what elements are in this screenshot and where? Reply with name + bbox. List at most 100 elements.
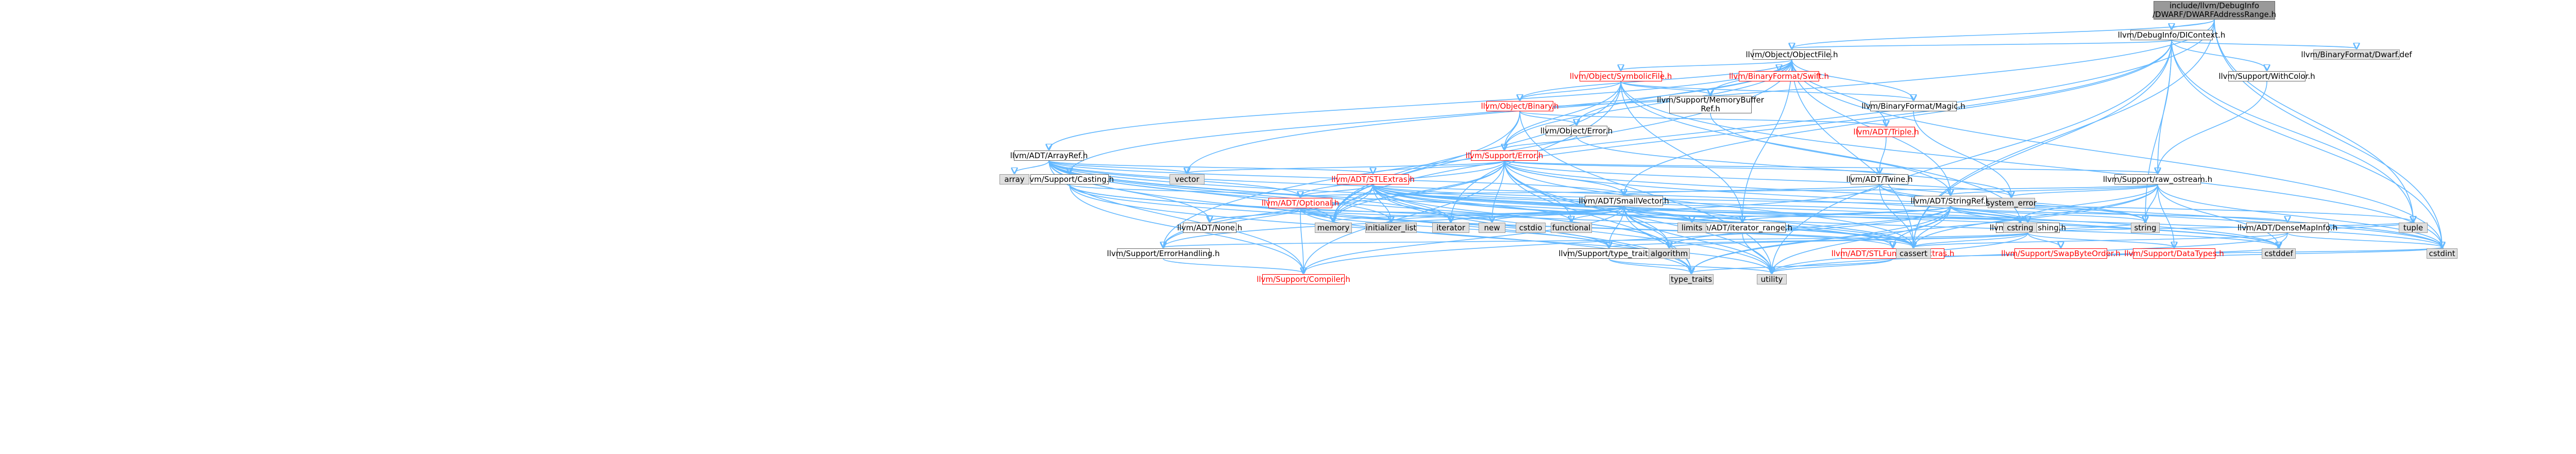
node-compiler[interactable]: llvm/Support/Compiler.h	[1257, 274, 1350, 284]
node-objerror[interactable]: llvm/Object/Error.h	[1540, 126, 1613, 136]
edge-arrayref-to-initlist	[1048, 160, 1391, 222]
node-string[interactable]: string	[2131, 223, 2160, 233]
edge-smallvector-to-compiler	[1303, 206, 1624, 273]
edge-root-to-cstdint	[2214, 19, 2442, 247]
edge-stlextras-to-tuple	[1372, 184, 2413, 222]
node-supporterror[interactable]: llvm/Support/Error.h	[1465, 150, 1544, 161]
node-errorhandling[interactable]: llvm/Support/ErrorHandling.h	[1107, 248, 1220, 259]
edge-objerror-to-supporterror	[1504, 136, 1577, 149]
edge-smallvector-to-iterator	[1451, 206, 1624, 222]
node-stlextras[interactable]: llvm/ADT/STLExtras.h	[1331, 174, 1415, 184]
edge-arrayref-to-cstddef	[1048, 160, 2279, 247]
edge-stlfunc-to-utility	[1772, 258, 1893, 273]
node-swapbyte[interactable]: llvm/Support/SwapByteOrder.h	[2001, 248, 2121, 259]
edge-root-to-dicontext	[2172, 19, 2215, 29]
node-syserror[interactable]: system_error	[1986, 198, 2037, 208]
node-stringref[interactable]: llvm/ADT/StringRef.h	[1910, 196, 1991, 206]
edge-supporterror-to-compiler	[1303, 160, 1505, 273]
node-array[interactable]: array	[999, 174, 1029, 184]
node-datatypes[interactable]: llvm/Support/DataTypes.h	[2124, 248, 2224, 259]
edge-smallvector-to-new	[1492, 206, 1624, 222]
edge-smallvector-to-cstddef	[1623, 206, 2279, 247]
node-iterrange[interactable]: llvm/ADT/iterator_range.h	[1692, 223, 1793, 233]
edge-supporterror-to-cassert	[1504, 160, 1913, 247]
edge-root-to-objectfile	[1792, 19, 2215, 48]
edge-symbolicfile-to-binary	[1520, 81, 1621, 100]
edge-symbolicfile-to-supporterror	[1504, 81, 1621, 149]
node-iterator[interactable]: iterator	[1432, 223, 1469, 233]
edge-stringref-to-string	[1950, 206, 2145, 222]
edge-binary-to-triple	[1519, 111, 1886, 126]
edge-stringref-to-cstddef	[1950, 206, 2279, 247]
node-cstddef[interactable]: cstddef	[2262, 248, 2296, 259]
node-magic[interactable]: llvm/BinaryFormat/Magic.h	[1861, 101, 1965, 111]
edge-stlfunc-to-typetraitsstd	[1691, 258, 1893, 273]
edge-arrayref-to-smallvector	[1048, 160, 1624, 195]
edge-objectfile-to-symbolicfile	[1621, 59, 1792, 70]
node-membuf[interactable]: llvm/Support/MemoryBuffer Ref.h	[1657, 95, 1764, 113]
edge-hashing-to-errorhandling	[1163, 232, 2028, 247]
node-typetraits[interactable]: llvm/Support/type_traits.h	[1558, 248, 1659, 259]
edge-symbolicfile-to-magic	[1620, 81, 1913, 100]
node-tuple[interactable]: tuple	[2399, 223, 2428, 233]
node-twine[interactable]: llvm/ADT/Twine.h	[1846, 174, 1913, 184]
edge-hashing-to-swapbyte	[2027, 232, 2061, 247]
edge-supporterror-to-errorhandling	[1163, 160, 1505, 247]
node-none[interactable]: llvm/ADT/None.h	[1177, 223, 1243, 233]
edge-stringref-to-typetraitsstd	[1691, 206, 1951, 273]
edge-dicontext-to-objectfile	[1792, 40, 2172, 48]
node-utility[interactable]: utility	[1757, 274, 1787, 284]
node-densemapinfo[interactable]: llvm/ADT/DenseMapInfo.h	[2237, 223, 2338, 233]
node-dwarfdef[interactable]: llvm/BinaryFormat/Dwarf.def	[2301, 49, 2412, 60]
node-binary[interactable]: llvm/Object/Binary.h	[1481, 101, 1559, 111]
node-vector[interactable]: vector	[1170, 174, 1205, 184]
node-dicontext[interactable]: llvm/DebugInfo/DIContext.h	[2117, 30, 2226, 40]
edge-symbolicfile-to-iterrange	[1620, 81, 1742, 222]
node-cstring[interactable]: cstring	[2003, 223, 2037, 233]
node-arrayref[interactable]: llvm/ADT/ArrayRef.h	[1010, 150, 1088, 161]
edge-arrayref-to-none	[1048, 160, 1210, 222]
node-typetraitsstd[interactable]: type_traits	[1669, 274, 1714, 284]
node-rawostream[interactable]: llvm/Support/raw_ostream.h	[2103, 174, 2213, 184]
edge-supporterror-to-stlextras	[1373, 160, 1505, 173]
node-root[interactable]: include/llvm/DebugInfo /DWARF/DWARFAddre…	[2152, 1, 2277, 20]
edge-densemapinfo-to-cstddef	[2279, 232, 2288, 247]
edge-supporterror-to-twine	[1504, 160, 1879, 173]
node-functional[interactable]: functional	[1551, 223, 1592, 233]
edge-dicontext-to-smallvector	[1624, 40, 2172, 195]
node-swift[interactable]: llvm/BinaryFormat/Swift.h	[1728, 71, 1829, 81]
node-initlist[interactable]: initializer_list	[1365, 223, 1417, 233]
edge-casting-to-optional	[1069, 184, 1300, 197]
edge-rawostream-to-cstring	[2020, 184, 2158, 222]
node-withcolor[interactable]: llvm/Support/WithColor.h	[2218, 71, 2315, 81]
edge-supporterror-to-vector	[1187, 160, 1505, 173]
node-casting[interactable]: llvm/Support/Casting.h	[1025, 174, 1114, 184]
edge-arrayref-to-stlextras	[1048, 160, 1373, 173]
node-cstdio[interactable]: cstdio	[1516, 223, 1546, 233]
edge-rawostream-to-cstdint	[2157, 184, 2442, 247]
node-memory[interactable]: memory	[1315, 223, 1352, 233]
edge-stringref-to-limits	[1692, 206, 1951, 222]
edge-dicontext-to-string	[2145, 40, 2172, 222]
edge-rawostream-to-stringref	[1951, 184, 2158, 195]
edge-binary-to-supporterror	[1504, 111, 1520, 149]
node-new[interactable]: new	[1479, 223, 1505, 233]
node-cassert[interactable]: cassert	[1896, 248, 1931, 259]
edge-errorhandling-to-compiler	[1163, 258, 1303, 273]
edge-hashing-to-algorithm	[1669, 232, 2028, 247]
edge-arrayref-to-iterator	[1048, 160, 1451, 222]
node-triple[interactable]: llvm/ADT/Triple.h	[1853, 127, 1919, 137]
node-algorithm[interactable]: algorithm	[1649, 248, 1690, 259]
edge-dicontext-to-cassert	[1913, 40, 2172, 247]
node-symbolicfile[interactable]: llvm/Object/SymbolicFile.h	[1569, 71, 1672, 81]
edge-stringref-to-hashing	[1950, 206, 2028, 222]
edge-rawostream-to-cstddef	[2157, 184, 2279, 247]
node-cstdint[interactable]: cstdint	[2427, 248, 2458, 259]
node-optional[interactable]: llvm/ADT/Optional.h	[1261, 198, 1340, 208]
node-objectfile[interactable]: llvm/Object/ObjectFile.h	[1745, 49, 1838, 60]
node-limits[interactable]: limits	[1677, 223, 1706, 233]
edge-rawostream-to-datatypes	[2157, 184, 2174, 247]
node-smallvector[interactable]: llvm/ADT/SmallVector.h	[1579, 196, 1669, 206]
